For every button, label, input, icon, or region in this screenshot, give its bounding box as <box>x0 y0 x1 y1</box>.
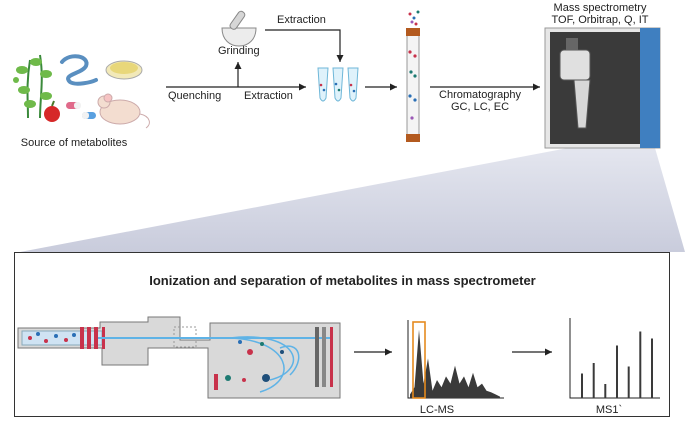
extraction-top-arrow <box>265 29 344 62</box>
mortar-pestle-icon <box>221 10 257 47</box>
mass-spectrometer-icon <box>544 27 661 149</box>
ms1-label: MS1` <box>595 404 623 416</box>
petri-dish-icon <box>105 60 143 80</box>
apple-icon <box>44 100 60 122</box>
detail-panel <box>14 252 670 417</box>
extraction-top-label: Extraction <box>277 14 326 26</box>
lcms-label: LC-MS <box>419 404 455 416</box>
lcms-trace <box>410 329 500 398</box>
chromatography-label: Chromatography <box>439 89 521 101</box>
ionization-chamber <box>17 316 341 399</box>
column-icon <box>406 10 420 142</box>
chrom-types-label: GC, LC, EC <box>450 101 510 113</box>
ms-types-label: TOF, Orbitrap, Q, IT <box>551 14 649 26</box>
zoom-wedge <box>20 148 685 252</box>
mouse-icon <box>97 93 150 129</box>
lcms-chromatogram <box>407 320 504 399</box>
extraction-bottom-label: Extraction <box>244 90 293 102</box>
grinding-label: Grinding <box>218 45 260 57</box>
lcms-peak-highlight <box>412 321 426 399</box>
ms1-axis <box>569 318 660 399</box>
ms1-spectrum <box>569 318 660 399</box>
ms-title-label: Mass spectrometry <box>553 2 647 14</box>
plant-icon <box>13 54 52 119</box>
worm-icon <box>60 54 98 86</box>
source-label: Source of metabolites <box>20 137 128 149</box>
tube-icon <box>317 67 359 102</box>
panel-title: Ionization and separation of metabolites… <box>149 273 536 288</box>
quenching-label: Quenching <box>168 90 222 102</box>
pill-icon <box>66 102 96 119</box>
